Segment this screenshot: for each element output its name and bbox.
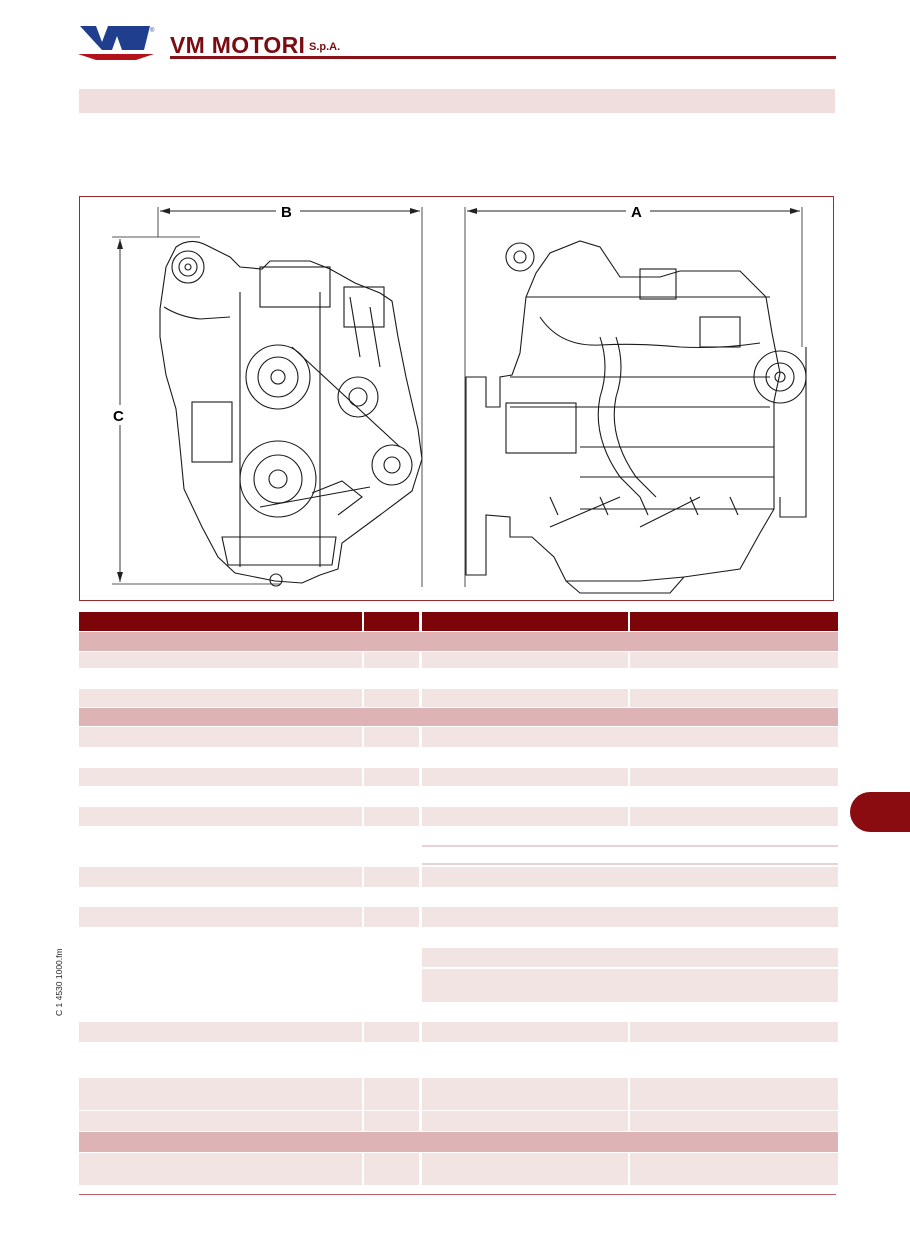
table-row bbox=[79, 907, 838, 927]
table-row bbox=[79, 1022, 838, 1042]
title-bar bbox=[79, 89, 835, 113]
table-row bbox=[79, 928, 838, 947]
table-section-row bbox=[79, 708, 838, 726]
table-section-row bbox=[79, 1132, 838, 1152]
table-row bbox=[79, 748, 838, 767]
vm-logo-icon: ® bbox=[78, 24, 156, 64]
table-row bbox=[79, 669, 838, 688]
table-row bbox=[79, 768, 838, 786]
header-rule bbox=[170, 56, 836, 59]
table-header-cell bbox=[630, 612, 838, 631]
dimension-label-a: A bbox=[631, 204, 642, 221]
table-header-row bbox=[79, 612, 838, 631]
table-row bbox=[79, 827, 838, 866]
table-header-cell bbox=[364, 612, 419, 631]
table-row bbox=[79, 1043, 838, 1077]
dimension-a bbox=[464, 203, 803, 587]
table-row bbox=[79, 888, 838, 906]
table-row bbox=[79, 1153, 838, 1185]
table-header-cell bbox=[79, 612, 362, 631]
dimension-label-b: B bbox=[281, 204, 292, 221]
table-row bbox=[79, 652, 838, 668]
table-section-row bbox=[79, 632, 838, 651]
table-row bbox=[79, 787, 838, 806]
brand-name: VM MOTORI bbox=[170, 32, 306, 58]
spec-table bbox=[79, 612, 838, 1159]
engine-figure: B A C bbox=[79, 196, 834, 601]
file-reference: C 1 4530 1000.fm bbox=[54, 948, 64, 1016]
table-row bbox=[79, 689, 838, 707]
footer-rule bbox=[79, 1194, 836, 1195]
table-row bbox=[79, 867, 838, 887]
table-header-cell bbox=[422, 612, 628, 631]
table-row bbox=[79, 727, 838, 747]
engine-front-view-drawing bbox=[159, 240, 423, 587]
table-row bbox=[79, 1078, 838, 1110]
chapter-tab bbox=[850, 792, 910, 832]
svg-text:®: ® bbox=[150, 27, 155, 34]
engine-side-view-drawing bbox=[465, 240, 807, 594]
dimension-c bbox=[111, 236, 280, 585]
dimension-label-c: C bbox=[113, 408, 124, 425]
table-row bbox=[79, 948, 838, 1002]
engine-drawings: B A C bbox=[111, 203, 807, 594]
brand-suffix: S.p.A. bbox=[309, 41, 341, 53]
table-row bbox=[79, 1003, 838, 1021]
table-row bbox=[79, 807, 838, 826]
dimension-b bbox=[157, 203, 423, 587]
table-row bbox=[79, 1111, 838, 1131]
